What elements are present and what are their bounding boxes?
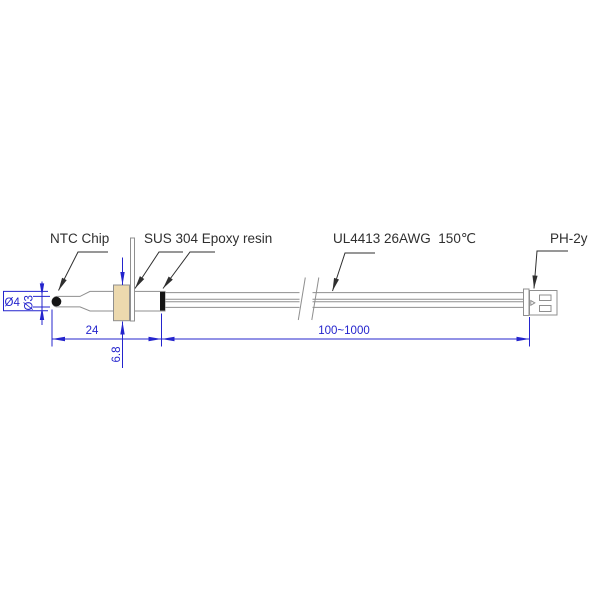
- connector-label: PH-2y: [550, 231, 588, 246]
- dim-probe-length-arrow-left: [52, 336, 65, 342]
- dim-lead-length-arrow-left: [161, 336, 175, 342]
- connector-ph2y: [523, 288, 558, 316]
- dim-tip-diameter-text: Ø3: [24, 295, 36, 310]
- ntc-chip-leader: [58, 251, 108, 291]
- probe-assembly: [51, 237, 558, 322]
- connector-retainer-bar: [523, 288, 530, 316]
- epoxy-leader-arrow: [163, 276, 173, 289]
- collar: [113, 284, 130, 322]
- sus304-leader: [134, 251, 183, 289]
- break-mark: [297, 277, 320, 321]
- connector-leader-arrow: [532, 275, 538, 289]
- lead-wires-left: [165, 292, 300, 308]
- wire-spec-label: UL4413 26AWG 150℃: [333, 231, 476, 246]
- leaders: [58, 250, 568, 292]
- ntc-chip-label: NTC Chip: [50, 231, 109, 246]
- wire-spec-leader: [332, 252, 375, 292]
- dimension-annotations: Ø4 Ø3 24 100~1000 6.8: [3, 257, 530, 368]
- dim-body-diameter-bracket: [3, 290, 48, 312]
- dim-probe-length-text: 24: [86, 325, 99, 337]
- dim-body-diameter-text: Ø4: [5, 297, 21, 309]
- dim-collar-height-text: 6.8: [111, 347, 123, 363]
- epoxy-leader: [162, 251, 215, 289]
- dim-lead-length-text: 100~1000: [318, 325, 370, 337]
- mounting-flange: [130, 237, 135, 322]
- connector-pin-slot-1: [539, 294, 552, 301]
- lead-wires-right: [312, 292, 524, 308]
- dim-collar-arrow-top: [120, 272, 125, 285]
- sus304-epoxy-label: SUS 304 Epoxy resin: [144, 231, 272, 246]
- dim-tip-diameter-arrow-top: [39, 283, 45, 297]
- connector-key-triangle: [530, 299, 536, 307]
- connector-leader: [533, 250, 568, 289]
- dim-lead-length-arrow-right: [516, 336, 530, 342]
- sus304-leader-arrow: [135, 276, 145, 289]
- connector-pin-slot-2: [539, 305, 552, 312]
- epoxy-seal: [160, 291, 165, 311]
- dim-probe-length-arrow-right: [148, 336, 162, 342]
- wire-spec-leader-arrow: [332, 277, 339, 291]
- dim-collar-arrow-bottom: [120, 321, 125, 335]
- dim-tip-diameter-arrow-bottom: [39, 307, 45, 320]
- ntc-chip-dot: [51, 296, 62, 307]
- ntc-chip-leader-arrow: [58, 277, 67, 291]
